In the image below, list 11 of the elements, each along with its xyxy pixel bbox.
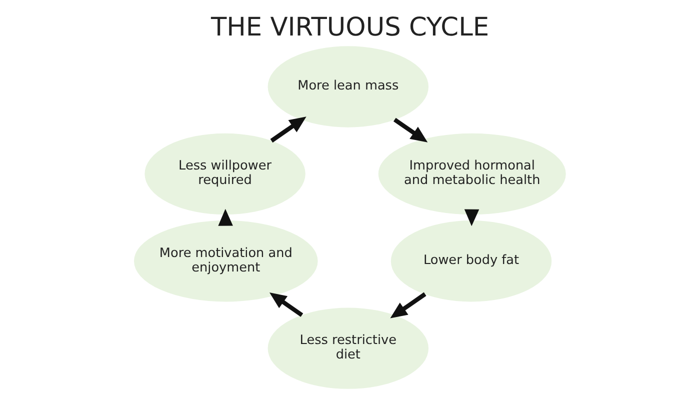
node-ellipse: More lean mass — [268, 46, 429, 128]
node-ellipse: Lower body fat — [390, 220, 552, 302]
arrow — [390, 292, 426, 318]
node-ellipse: Less willpower required — [144, 133, 306, 215]
arrow — [270, 292, 304, 317]
arrow — [464, 209, 480, 226]
arrow — [270, 116, 306, 143]
node-ellipse: Less restrictive diet — [268, 308, 429, 389]
arrow — [218, 208, 233, 226]
diagram-title: THE VIRTUOUS CYCLE — [210, 12, 490, 42]
arrow — [393, 118, 428, 142]
